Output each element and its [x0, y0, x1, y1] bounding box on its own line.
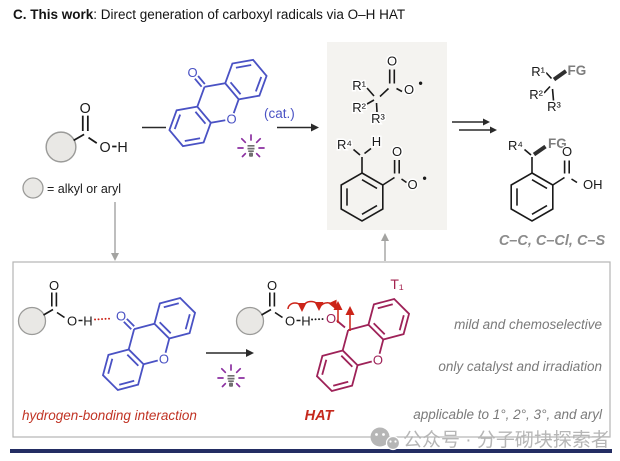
light-bulb-icon: [237, 134, 265, 158]
atom-label: O: [159, 351, 169, 366]
aryl-carboxyl-radical-structure: R⁴ H O O •: [336, 133, 427, 222]
divider-bar: [10, 449, 612, 453]
mechanism-box: [12, 261, 611, 438]
atom-label: O: [392, 144, 402, 159]
product-aryl-structure: R⁴ FG O OH: [507, 135, 604, 222]
r-group-label: R²: [529, 87, 543, 102]
electron-shift-arrows: [287, 299, 355, 331]
radical-dot: •: [419, 76, 423, 90]
r-group-label: R⁴: [337, 137, 352, 152]
fg-label: FG: [548, 136, 567, 151]
double-arrow-icon: [452, 118, 497, 134]
r-group-label: R¹: [352, 78, 366, 93]
mechanism-arrow: [206, 349, 254, 357]
reaction-arrow: [277, 123, 319, 132]
radical-dot: •: [423, 171, 427, 185]
r-group-label: R⁴: [508, 138, 523, 153]
panel-title-bold: C. This work: [13, 7, 94, 22]
hat-label: HAT: [305, 408, 335, 424]
product-alkyl-structure: R¹ R² R³ FG: [528, 62, 588, 116]
feature-text: mild and chemoselective: [454, 317, 602, 332]
alkyl-ball-icon: [22, 177, 44, 199]
watermark-text: 公众号 · 分子砌块探索者: [403, 429, 610, 451]
atom-label: O: [387, 54, 397, 69]
carboxyl-radical-structure: R¹ R² R³ O O •: [351, 52, 423, 128]
panel-title: C. This work: Direct generation of carbo…: [13, 7, 405, 22]
legend: = alkyl or aryl: [22, 177, 121, 199]
feature-text: only catalyst and irradiation: [438, 359, 602, 374]
bond-types-label: C–C, C–Cl, C–S: [499, 233, 606, 249]
atom-label: O: [373, 352, 383, 367]
atom-label: H: [372, 134, 381, 149]
atom-label: O: [326, 311, 336, 326]
hbond-label: hydrogen-bonding interaction: [22, 408, 197, 423]
atom-label: O: [407, 177, 417, 192]
c-o-bond: [334, 318, 346, 329]
atom-label: O: [116, 309, 126, 324]
atom-label: O: [188, 65, 198, 80]
down-arrow: [111, 202, 119, 261]
r-group-label: R³: [547, 99, 561, 114]
r-group-label: R³: [371, 111, 385, 126]
atom-label: OH: [583, 177, 603, 192]
wechat-icon: [370, 427, 401, 451]
up-arrow: [381, 233, 389, 261]
r-group-label: R²: [352, 100, 366, 115]
xanthone-catalyst-structure: [155, 42, 274, 154]
panel-title-rest: : Direct generation of carboxyl radicals…: [93, 7, 406, 22]
catalyst-label: (cat.): [264, 106, 295, 121]
carboxylic-acid-structure: [44, 99, 130, 164]
radical-intermediate-panel: [327, 42, 447, 230]
atom-label: O: [404, 82, 414, 97]
legend-label: = alkyl or aryl: [47, 182, 121, 196]
atom-label: O: [226, 112, 236, 127]
watermark: 公众号 · 分子砌块探索者: [370, 427, 610, 451]
hydrogen-bond-dots: [311, 318, 325, 321]
triplet-state-label: T₁: [390, 276, 404, 292]
atom-label: O: [562, 144, 572, 159]
feature-text: applicable to 1°, 2°, 3°, and aryl: [413, 407, 603, 422]
r-group-label: R¹: [531, 64, 545, 79]
hydrogen-bond-dots: [94, 317, 113, 321]
fg-label: FG: [568, 63, 587, 78]
